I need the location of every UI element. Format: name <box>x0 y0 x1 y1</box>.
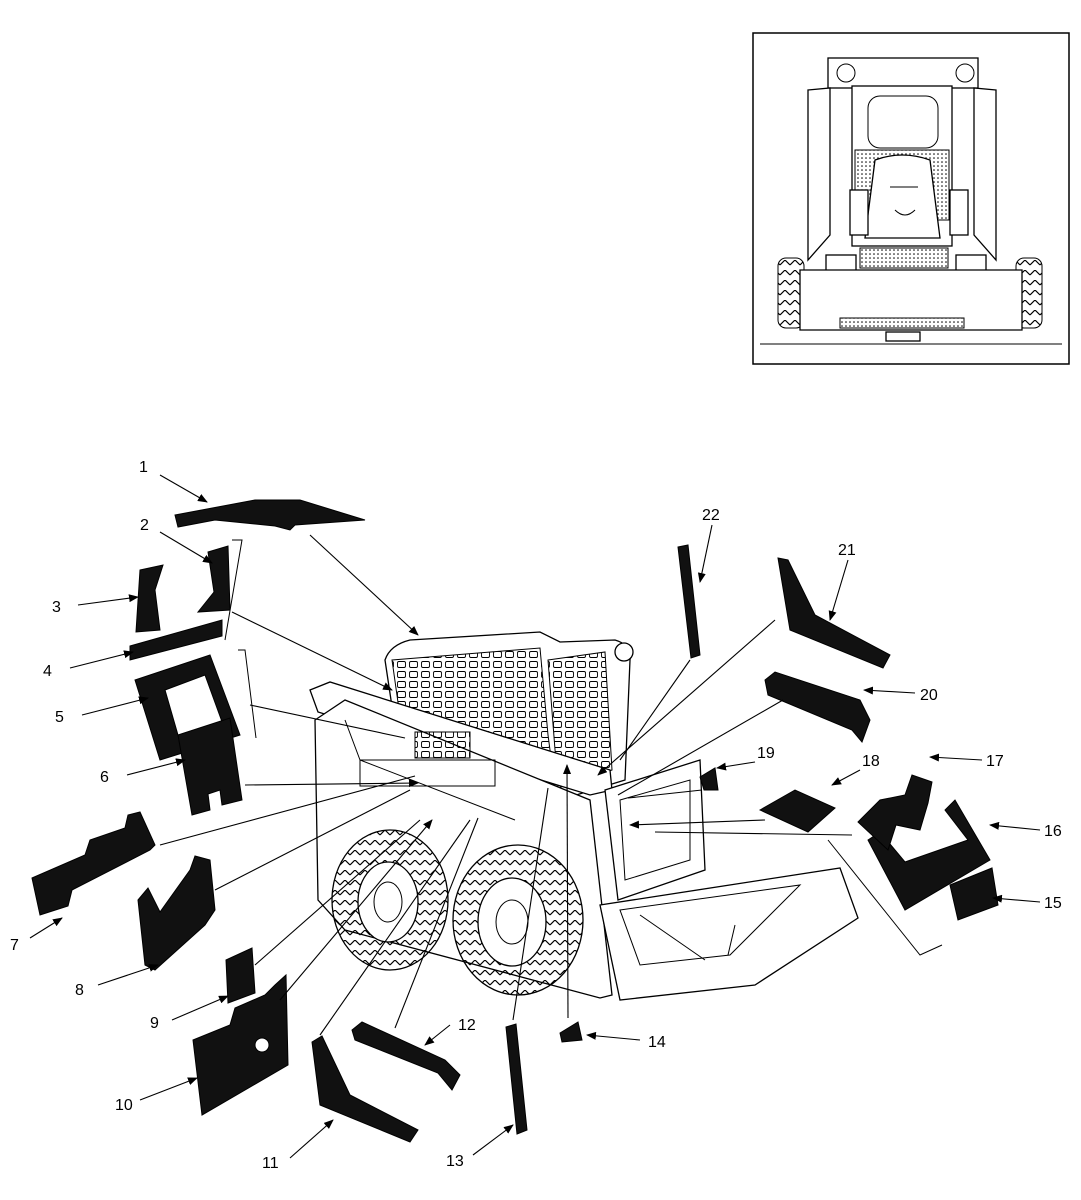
callout-21: 21 <box>838 542 856 559</box>
callout-labels: 1 2 3 4 5 6 7 8 9 10 11 12 13 14 15 16 1… <box>10 459 1062 1172</box>
part-13 <box>505 1023 528 1135</box>
skid-steer-loader <box>309 631 859 1001</box>
part-2 <box>196 545 231 613</box>
callout-9: 9 <box>150 1015 159 1032</box>
callout-20: 20 <box>920 687 938 704</box>
bucket <box>599 867 859 1001</box>
callout-4: 4 <box>43 663 52 680</box>
part-6 <box>177 717 243 816</box>
callout-12: 12 <box>458 1017 476 1034</box>
parts <box>31 499 999 1143</box>
part-9 <box>225 947 256 1004</box>
inset-view <box>752 32 1070 365</box>
callout-14: 14 <box>648 1034 666 1051</box>
callout-22: 22 <box>702 507 720 524</box>
part-11 <box>311 1035 419 1143</box>
callout-13: 13 <box>446 1153 464 1170</box>
callout-16: 16 <box>1044 823 1062 840</box>
part-21 <box>777 557 891 669</box>
callout-17: 17 <box>986 753 1004 770</box>
callout-2: 2 <box>140 517 149 534</box>
assembly-lines <box>159 534 943 1036</box>
callout-leaders <box>29 474 1041 1159</box>
part-10 <box>192 973 289 1116</box>
part-7 <box>31 811 156 916</box>
callout-3: 3 <box>52 599 61 616</box>
part-18 <box>758 789 836 833</box>
part-15 <box>949 867 999 921</box>
callout-11: 11 <box>262 1155 279 1172</box>
callout-7: 7 <box>10 937 19 954</box>
callout-10: 10 <box>115 1097 133 1114</box>
part-1 <box>174 499 366 531</box>
callout-19: 19 <box>757 745 775 762</box>
part-17 <box>857 774 933 851</box>
part-20 <box>764 671 871 743</box>
part-19 <box>699 767 719 791</box>
part-22 <box>677 544 701 659</box>
callout-5: 5 <box>55 709 64 726</box>
part-14 <box>559 1021 583 1043</box>
part-3 <box>135 564 164 633</box>
rear-wheel <box>331 829 449 971</box>
callout-18: 18 <box>862 753 880 770</box>
front-wheel <box>452 844 584 996</box>
callout-6: 6 <box>100 769 109 786</box>
callout-8: 8 <box>75 982 84 999</box>
callout-15: 15 <box>1044 895 1062 912</box>
part-12 <box>351 1021 461 1091</box>
part-8 <box>137 855 216 971</box>
callout-1: 1 <box>139 459 148 476</box>
inset-loader-rear-view <box>760 57 1062 345</box>
